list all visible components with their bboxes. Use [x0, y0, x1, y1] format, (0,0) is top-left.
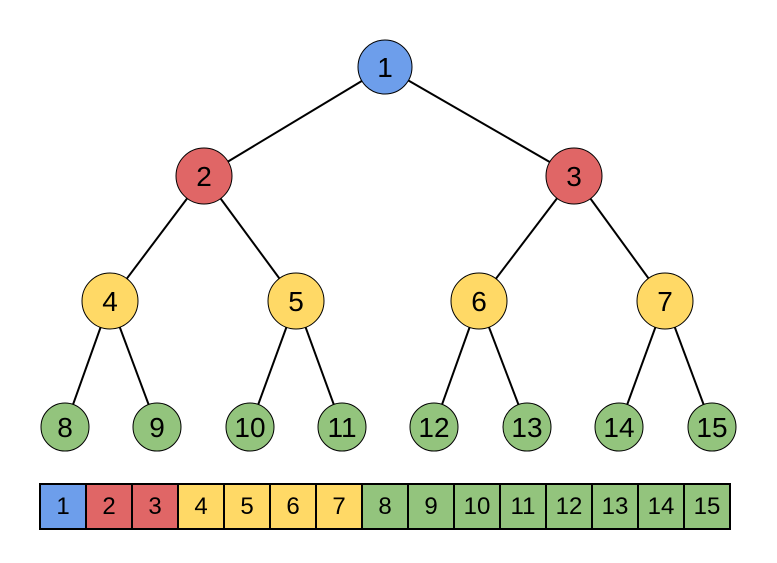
node-label-10: 10 [234, 412, 265, 443]
node-label-13: 13 [511, 412, 542, 443]
tree-edge-1-2 [203, 66, 386, 177]
array-cell-10: 10 [453, 483, 501, 530]
tree-node-10: 10 [225, 402, 275, 452]
node-circle-5 [267, 272, 325, 330]
node-label-14: 14 [603, 412, 634, 443]
array-cell-5: 5 [223, 483, 271, 530]
array-cell-2: 2 [85, 483, 133, 530]
tree-node-4: 4 [81, 272, 139, 330]
tree-node-6: 6 [450, 272, 508, 330]
node-circle-7 [636, 272, 694, 330]
node-label-2: 2 [196, 161, 212, 192]
node-circle-12 [409, 402, 459, 452]
node-label-9: 9 [149, 412, 165, 443]
tree-node-2: 2 [175, 147, 233, 205]
tree-node-8: 8 [40, 402, 90, 452]
node-label-11: 11 [327, 412, 356, 443]
node-circle-4 [81, 272, 139, 330]
array-cell-11: 11 [499, 483, 547, 530]
node-circle-9 [132, 402, 182, 452]
tree-node-15: 15 [687, 402, 737, 452]
array-cell-1: 1 [39, 483, 87, 530]
tree-node-12: 12 [409, 402, 459, 452]
node-circle-11 [317, 402, 367, 452]
tree-node-5: 5 [267, 272, 325, 330]
node-label-7: 7 [657, 286, 673, 317]
array-cell-4: 4 [177, 483, 225, 530]
node-label-4: 4 [102, 286, 118, 317]
node-label-5: 5 [288, 286, 304, 317]
node-circle-6 [450, 272, 508, 330]
node-label-1: 1 [377, 52, 393, 83]
node-circle-13 [502, 402, 552, 452]
node-circle-15 [687, 402, 737, 452]
array-cell-12: 12 [545, 483, 593, 530]
array-cell-3: 3 [131, 483, 179, 530]
node-circle-10 [225, 402, 275, 452]
tree-node-9: 9 [132, 402, 182, 452]
array-cell-8: 8 [361, 483, 409, 530]
node-circle-2 [175, 147, 233, 205]
array-cell-9: 9 [407, 483, 455, 530]
tree-node-1: 1 [357, 39, 413, 95]
node-circle-8 [40, 402, 90, 452]
tree-node-14: 14 [594, 402, 644, 452]
array-cell-7: 7 [315, 483, 363, 530]
node-label-12: 12 [418, 412, 449, 443]
tree-node-13: 13 [502, 402, 552, 452]
tree-node-11: 11 [317, 402, 367, 452]
node-circle-1 [357, 39, 413, 95]
array-cell-13: 13 [591, 483, 639, 530]
array-cell-6: 6 [269, 483, 317, 530]
node-label-6: 6 [471, 286, 487, 317]
tree-node-7: 7 [636, 272, 694, 330]
array-cell-14: 14 [637, 483, 685, 530]
node-label-15: 15 [696, 412, 727, 443]
node-label-8: 8 [57, 412, 73, 443]
tree-edge-1-3 [384, 66, 575, 177]
node-label-3: 3 [566, 161, 582, 192]
node-circle-14 [594, 402, 644, 452]
node-circle-3 [545, 147, 603, 205]
tree-node-3: 3 [545, 147, 603, 205]
array-cell-15: 15 [683, 483, 731, 530]
